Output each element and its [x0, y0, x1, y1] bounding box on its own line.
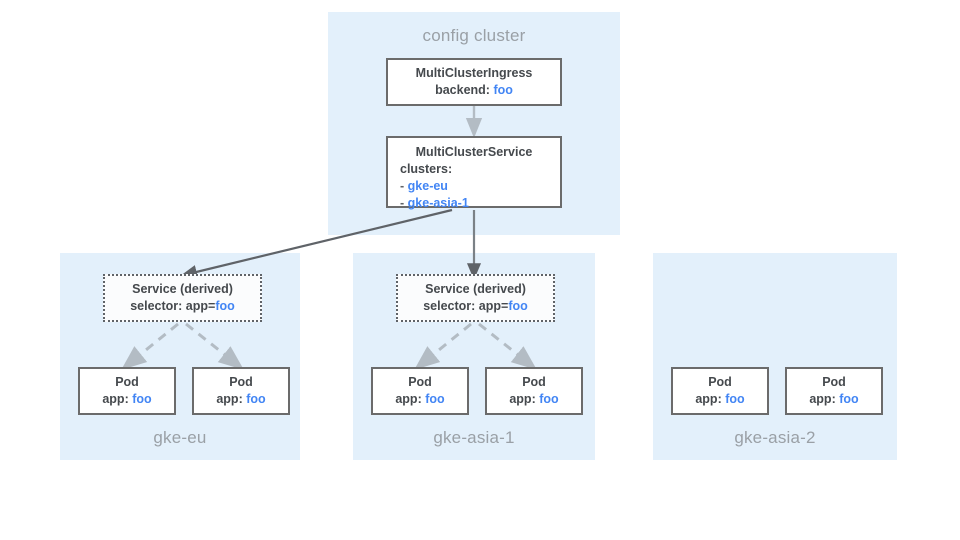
- pod-title: Pod: [229, 375, 253, 390]
- mcs-cluster-entry-dash: -: [400, 195, 405, 210]
- mci-backend: backend: foo: [435, 82, 513, 99]
- node-pod[interactable]: Pod app: foo: [192, 367, 290, 415]
- pod-label: app: foo: [695, 391, 744, 408]
- pod-label-value: foo: [539, 392, 559, 406]
- mci-title: MultiClusterIngress: [415, 66, 533, 81]
- node-pod[interactable]: Pod app: foo: [671, 367, 769, 415]
- pod-title: Pod: [408, 375, 432, 390]
- mcs-cluster-entry-name: gke-eu: [407, 178, 448, 193]
- pod-label-value: foo: [725, 392, 745, 406]
- pod-label-key: app:: [102, 392, 129, 406]
- mcs-cluster-entry: - gke-asia-1: [388, 195, 469, 212]
- mcs-cluster-entry: - gke-eu: [388, 178, 448, 195]
- pod-label: app: foo: [216, 391, 265, 408]
- pod-label-value: foo: [246, 392, 266, 406]
- panel-label-gke-asia-1: gke-asia-1: [433, 428, 515, 447]
- pod-title: Pod: [115, 375, 139, 390]
- pod-title: Pod: [522, 375, 546, 390]
- pod-label-key: app:: [695, 392, 722, 406]
- pod-title: Pod: [822, 375, 846, 390]
- node-pod[interactable]: Pod app: foo: [485, 367, 583, 415]
- derived-service-title: Service (derived): [425, 282, 526, 297]
- pod-label-value: foo: [839, 392, 859, 406]
- node-multiclusterservice[interactable]: MultiClusterService clusters: - gke-eu -…: [386, 136, 562, 210]
- pod-label: app: foo: [809, 391, 858, 408]
- pod-label: app: foo: [395, 391, 444, 408]
- pod-label-key: app:: [216, 392, 243, 406]
- derived-service-selector: selector: app=foo: [130, 298, 235, 315]
- derived-service-selector-key: selector: app=: [423, 299, 509, 313]
- derived-service-selector-value: foo: [508, 299, 528, 313]
- panel-cluster-gke-asia-2: gke-asia-2: [653, 253, 897, 460]
- panel-label-gke-asia-2: gke-asia-2: [734, 428, 816, 447]
- derived-service-selector-key: selector: app=: [130, 299, 216, 313]
- derived-service-title: Service (derived): [132, 282, 233, 297]
- pod-label-value: foo: [132, 392, 152, 406]
- mcs-cluster-entry-dash: -: [400, 178, 405, 193]
- mcs-clusters-key: clusters:: [400, 161, 453, 176]
- node-derived-service-gke-asia-1[interactable]: Service (derived) selector: app=foo: [396, 274, 555, 322]
- mci-backend-value: foo: [493, 83, 513, 97]
- node-pod[interactable]: Pod app: foo: [78, 367, 176, 415]
- mci-backend-key: backend:: [435, 83, 490, 97]
- mcs-title: MultiClusterService: [415, 145, 533, 159]
- derived-service-selector: selector: app=foo: [423, 298, 528, 315]
- derived-service-selector-value: foo: [215, 299, 235, 313]
- pod-label-value: foo: [425, 392, 445, 406]
- pod-title: Pod: [708, 375, 732, 390]
- node-multiclusteringress[interactable]: MultiClusterIngress backend: foo: [386, 58, 562, 106]
- node-derived-service-gke-eu[interactable]: Service (derived) selector: app=foo: [103, 274, 262, 322]
- pod-label-key: app:: [395, 392, 422, 406]
- node-pod[interactable]: Pod app: foo: [371, 367, 469, 415]
- node-pod[interactable]: Pod app: foo: [785, 367, 883, 415]
- mcs-cluster-entry-name: gke-asia-1: [407, 195, 469, 210]
- panel-label-gke-eu: gke-eu: [153, 428, 207, 447]
- pod-label: app: foo: [509, 391, 558, 408]
- pod-label-key: app:: [509, 392, 536, 406]
- panel-label-config-cluster: config cluster: [422, 26, 526, 45]
- pod-label: app: foo: [102, 391, 151, 408]
- pod-label-key: app:: [809, 392, 836, 406]
